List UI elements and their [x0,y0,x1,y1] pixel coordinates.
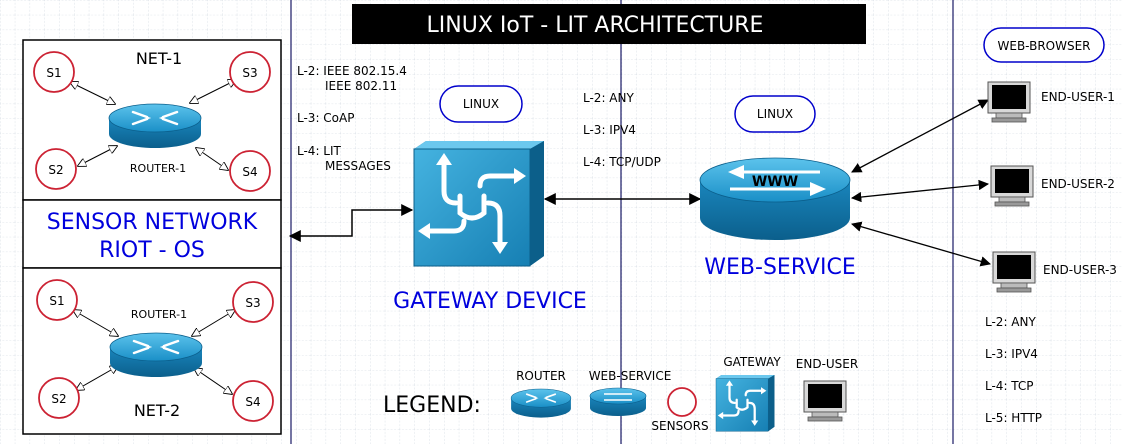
sensor-icon [232,380,274,422]
net-2-label: NET-2 [134,401,180,420]
net-2: ROUTER-1 S1 S3 S2 S4 NET-2 [36,279,274,422]
legend: LEGEND: ROUTER WEB-SERVICE SENSORS GATEW… [383,355,858,433]
sensor-label: S4 [245,395,260,409]
protocol-l3: L-3: IPV4 [985,347,1038,361]
legend-title: LEGEND: [383,393,481,418]
sensor-label: S2 [48,163,63,177]
protocol-l4-detail: MESSAGES [325,159,391,173]
sensor-label: S4 [242,165,257,179]
end-user-1-label: END-USER-1 [1041,90,1115,104]
legend-webservice-label: WEB-SERVICE [589,369,672,383]
riot-os-label: RIOT - OS [99,238,205,263]
sensor-icon [667,387,697,417]
webservice-icon: WWW [699,157,851,240]
router-icon [108,331,204,379]
end-user-2-label: END-USER-2 [1041,177,1115,191]
user-links [850,99,991,267]
legend-router-label: ROUTER [516,369,566,383]
gateway-os-badge [439,85,523,123]
router-label: ROUTER-1 [130,162,186,175]
sensor-label: S1 [49,294,64,308]
webservice-icon [589,387,647,416]
sensor-network-label: SENSOR NETWORK [47,210,258,235]
protocol-l2: L-2: ANY [985,315,1036,329]
sensor-icon [229,51,271,93]
www-label: WWW [752,174,798,190]
protocol-l4: L-4: TCP/UDP [583,155,661,169]
protocol-l2-alt: IEEE 802.11 [325,79,397,93]
protocol-l2: L-2: IEEE 802.15.4 [297,64,407,78]
sensor-gateway-link [288,204,414,242]
web-browser-badge [983,27,1105,63]
sensor-icon [38,377,80,419]
user-protocols: L-2: ANY L-3: IPV4 L-4: TCP L-5: HTTP [985,315,1042,425]
router-icon [107,102,203,150]
sensor-label: S3 [242,66,257,80]
gateway-icon [714,373,776,433]
protocol-l4: L-4: TCP [985,379,1034,393]
protocol-l4: L-4: LIT [297,144,342,158]
webservice-label: WEB-SERVICE [704,255,855,280]
page-title: LINUX IoT - LIT ARCHITECTURE [427,13,764,38]
gateway-protocols: L-2: IEEE 802.15.4 IEEE 802.11 L-3: CoAP… [297,64,407,173]
sensor-label: S3 [245,296,260,310]
sensor-label: S1 [46,66,61,80]
net-1-label: NET-1 [136,49,182,68]
protocol-l3: L-3: IPV4 [583,123,636,137]
sensor-icon [229,150,271,192]
web-protocols: L-2: ANY L-3: IPV4 L-4: TCP/UDP [583,91,661,169]
webservice-os-badge [734,95,816,133]
sensor-icon [33,51,75,93]
gateway-os-label: LINUX [463,97,499,111]
legend-sensors-label: SENSORS [651,419,708,433]
sensor-icon [36,279,78,321]
router-icon [510,388,572,419]
gateway-icon [414,141,544,266]
router-label: ROUTER-1 [131,308,187,321]
web-browser-label: WEB-BROWSER [998,39,1091,53]
protocol-l2: L-2: ANY [583,91,634,105]
gateway-label: GATEWAY DEVICE [393,289,587,314]
sensor-icon [35,148,77,190]
end-user-3-label: END-USER-3 [1043,263,1117,277]
net-1: NET-1 ROUTER-1 S1 S3 S2 S4 [33,49,271,192]
webservice-os-label: LINUX [757,107,793,121]
sensor-icon [232,281,274,323]
protocol-l5: L-5: HTTP [985,411,1042,425]
legend-gateway-label: GATEWAY [723,355,781,369]
protocol-l3: L-3: CoAP [297,111,354,125]
title-banner: LINUX IoT - LIT ARCHITECTURE [352,4,866,44]
legend-end-user-label: END-USER [796,357,858,371]
sensor-label: S2 [51,392,66,406]
